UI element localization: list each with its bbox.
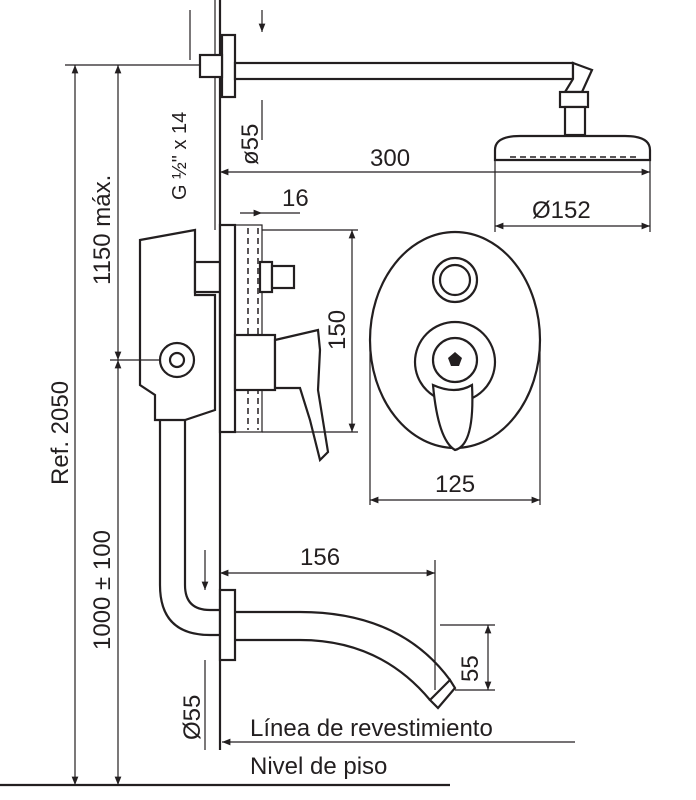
arm-length-label: 300 [370, 145, 410, 172]
plate-width-label: 125 [435, 471, 475, 498]
spout-length-label: 156 [300, 544, 340, 571]
max-height-label: 1150 máx. [89, 175, 116, 285]
floor-level-label: Nivel de piso [250, 753, 387, 780]
shower-arm [198, 33, 594, 137]
plate-height-label: 150 [324, 310, 351, 350]
valve-body [138, 223, 296, 434]
flange-bottom-label: Ø55 [179, 695, 206, 740]
bath-spout [158, 420, 457, 710]
valve-height-label: 1000 ± 100 [89, 530, 116, 650]
cover-plate-front [368, 230, 542, 452]
spout-drop-label: 55 [457, 655, 484, 682]
plate-offset-label: 16 [282, 185, 309, 212]
flange-top-label: ø55 [237, 124, 264, 165]
head-diameter-label: Ø152 [532, 197, 591, 224]
wall-line-label: Línea de revestimiento [250, 715, 493, 742]
shower-head [493, 134, 652, 162]
thread-label: G ½" x 14 [169, 112, 191, 200]
handle-side [273, 328, 330, 463]
reference-label: Ref. 2050 [47, 381, 74, 485]
